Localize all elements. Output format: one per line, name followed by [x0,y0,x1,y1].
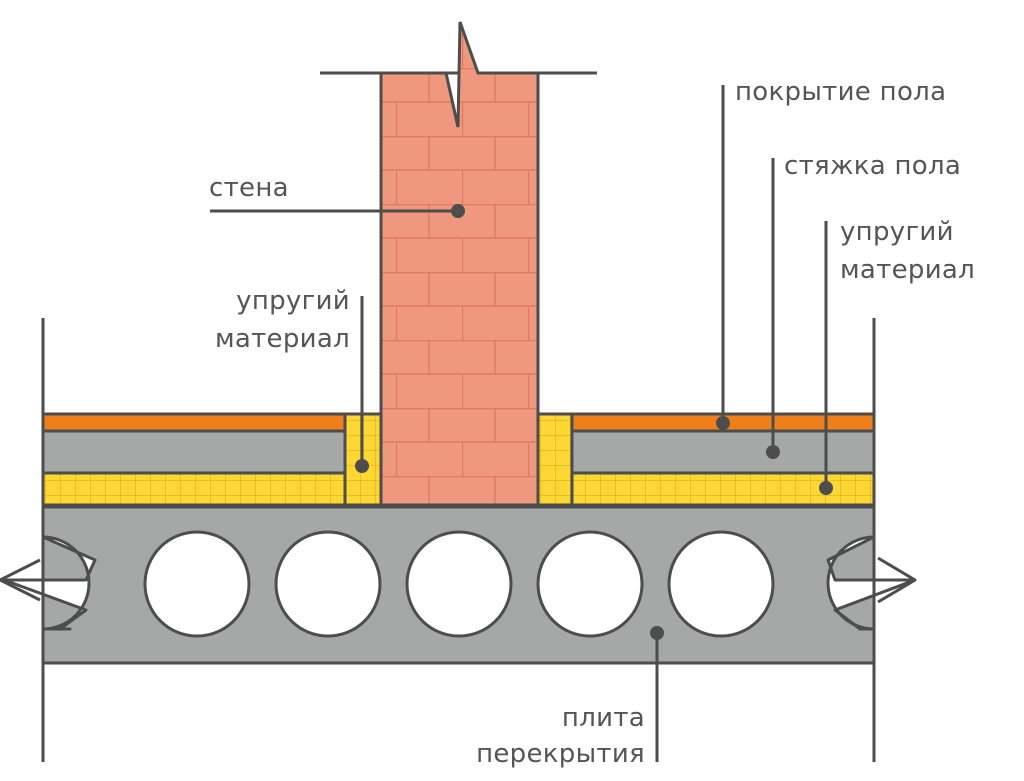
slab-hole-left-partial [2,535,97,631]
label-floor-covering: покрытие пола [735,77,947,107]
screed-right [570,429,876,475]
slab-hole [143,530,251,638]
leader-dot-slab [650,626,664,640]
left-floor-layers [41,412,383,507]
wall-body [379,21,540,507]
label-elastic-right-line1: упругий [840,217,954,247]
wall [320,21,597,507]
screed-left [41,429,347,475]
break-mark-left [0,558,41,602]
leader-dot-screed [766,445,780,459]
label-wall: стена [209,173,289,203]
label-elastic-left-line2: материал [214,324,350,354]
leader-dot-elastic-left [355,459,369,473]
hollow-core-slab [2,505,917,665]
slab-hole [405,530,513,638]
slab-hole [667,530,775,638]
break-mark-right [877,556,916,604]
floor-covering-left [41,412,347,433]
label-elastic-left-line1: упругий [236,286,350,316]
label-elastic-right-line2: материал [840,255,976,285]
label-screed: стяжка пола [784,151,962,181]
leader-dot-floor-covering [716,416,730,430]
slab-hole [536,530,644,638]
leader-dot-wall [451,204,465,218]
leaders [210,85,828,762]
leader-dots [355,204,833,640]
slab-hole-right-partial [826,535,917,631]
elastic-edge-strip-right [536,412,574,507]
label-slab-line1: плита [561,703,645,733]
leader-dot-elastic-right [819,481,833,495]
slab-hole [274,530,382,638]
elastic-layer-left [41,471,347,507]
label-slab-line2: перекрытия [476,739,645,769]
